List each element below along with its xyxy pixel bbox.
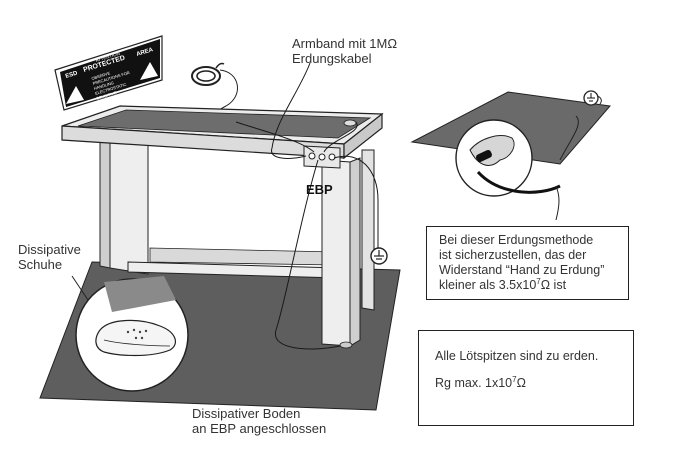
info-box-1-line2: ist sicherzustellen, das der xyxy=(439,248,587,262)
shoes-label-line2: Schuhe xyxy=(18,257,63,272)
sign-esd-text: ESD xyxy=(65,70,79,80)
info-box-2-line1: Alle Lötspitzen sind zu erden. xyxy=(435,349,599,363)
table-mat xyxy=(77,109,372,139)
ground-cables xyxy=(235,62,379,350)
floor-label: Dissipativer Boden an EBP angeschlossen xyxy=(192,406,326,436)
wrist-strap-label-line2: Erdungskabel xyxy=(292,51,372,66)
esd-warning-icon xyxy=(66,86,84,104)
floor-label-line2: an EBP angeschlossen xyxy=(192,421,327,436)
info-box-1-line4: kleiner als 3.5x107Ω ist xyxy=(439,276,567,292)
sign-body-line: OBSERVE xyxy=(91,70,111,81)
info-box-soldering-tips: Alle Lötspitzen sind zu erden. Rg max. 1… xyxy=(418,330,634,426)
ebp-label: EBP xyxy=(306,182,333,197)
soldering-mat-detail xyxy=(410,90,611,221)
ground-symbol-icon xyxy=(370,247,388,265)
sign-body-line: HANDLING xyxy=(93,80,114,91)
wrist-strap-label: Armband mit 1MΩ Erdungskabel xyxy=(292,36,397,66)
wrist-strap-label-line1: Armband mit 1MΩ xyxy=(292,36,398,51)
esd-sign: ATTENTION ESD PROTECTED AREA OBSERVEPREC… xyxy=(54,35,163,111)
workbench xyxy=(61,105,384,349)
shoes-label-line1: Dissipative xyxy=(18,242,81,257)
sign-area-text: AREA xyxy=(136,47,155,58)
info-box-grounding-method: Bei dieser Erdungsmethode ist sicherzust… xyxy=(426,226,629,300)
info-box-1-line3: Widerstand “Hand zu Erdung” xyxy=(439,263,605,277)
info-box-2-line2: Rg max. 1x107Ω xyxy=(435,374,526,390)
info-box-1-line1: Bei dieser Erdungsmethode xyxy=(439,233,594,247)
shoes-label: Dissipative Schuhe xyxy=(18,242,81,272)
shoe-magnifier xyxy=(71,275,189,392)
floor-label-line1: Dissipativer Boden xyxy=(192,406,301,421)
ground-symbol-icon-2 xyxy=(583,90,599,106)
wrist-strap-icon xyxy=(191,62,238,123)
sign-body-line: SENSITIVE xyxy=(96,90,118,101)
